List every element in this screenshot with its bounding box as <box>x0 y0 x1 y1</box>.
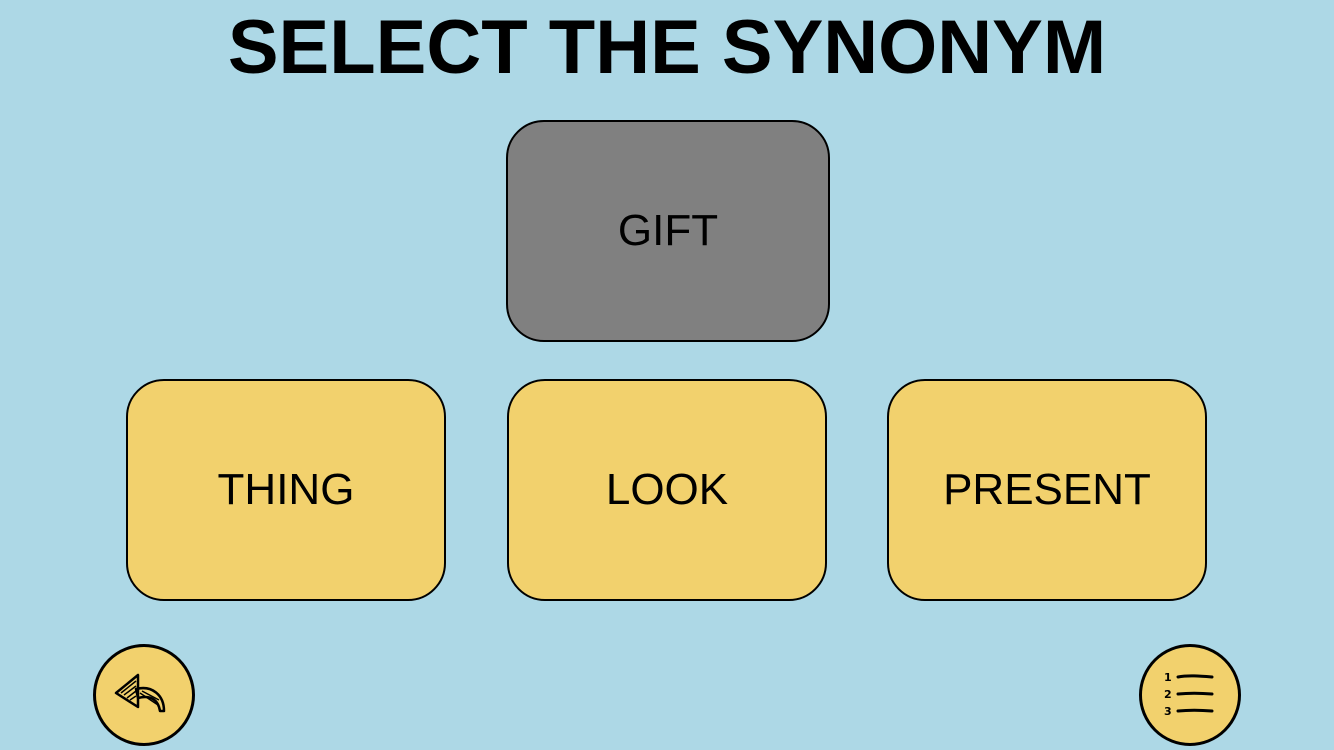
option-button-thing[interactable]: THING <box>126 379 446 601</box>
option-label: PRESENT <box>943 465 1151 514</box>
prompt-word: GIFT <box>617 206 719 255</box>
page-title: SELECT THE SYNONYM <box>227 5 1107 90</box>
option-label: LOOK <box>605 465 729 514</box>
prompt-word-card: GIFT <box>506 120 830 342</box>
back-arrow-icon <box>112 667 176 723</box>
back-button[interactable] <box>93 644 195 746</box>
list-number-2: 2 <box>1164 688 1172 701</box>
option-label: THING <box>217 465 355 514</box>
numbered-list-icon: 1 2 3 <box>1158 667 1222 723</box>
option-button-present[interactable]: PRESENT <box>887 379 1207 601</box>
list-number-3: 3 <box>1164 705 1172 718</box>
option-button-look[interactable]: LOOK <box>507 379 827 601</box>
list-number-1: 1 <box>1164 671 1172 684</box>
list-button[interactable]: 1 2 3 <box>1139 644 1241 746</box>
